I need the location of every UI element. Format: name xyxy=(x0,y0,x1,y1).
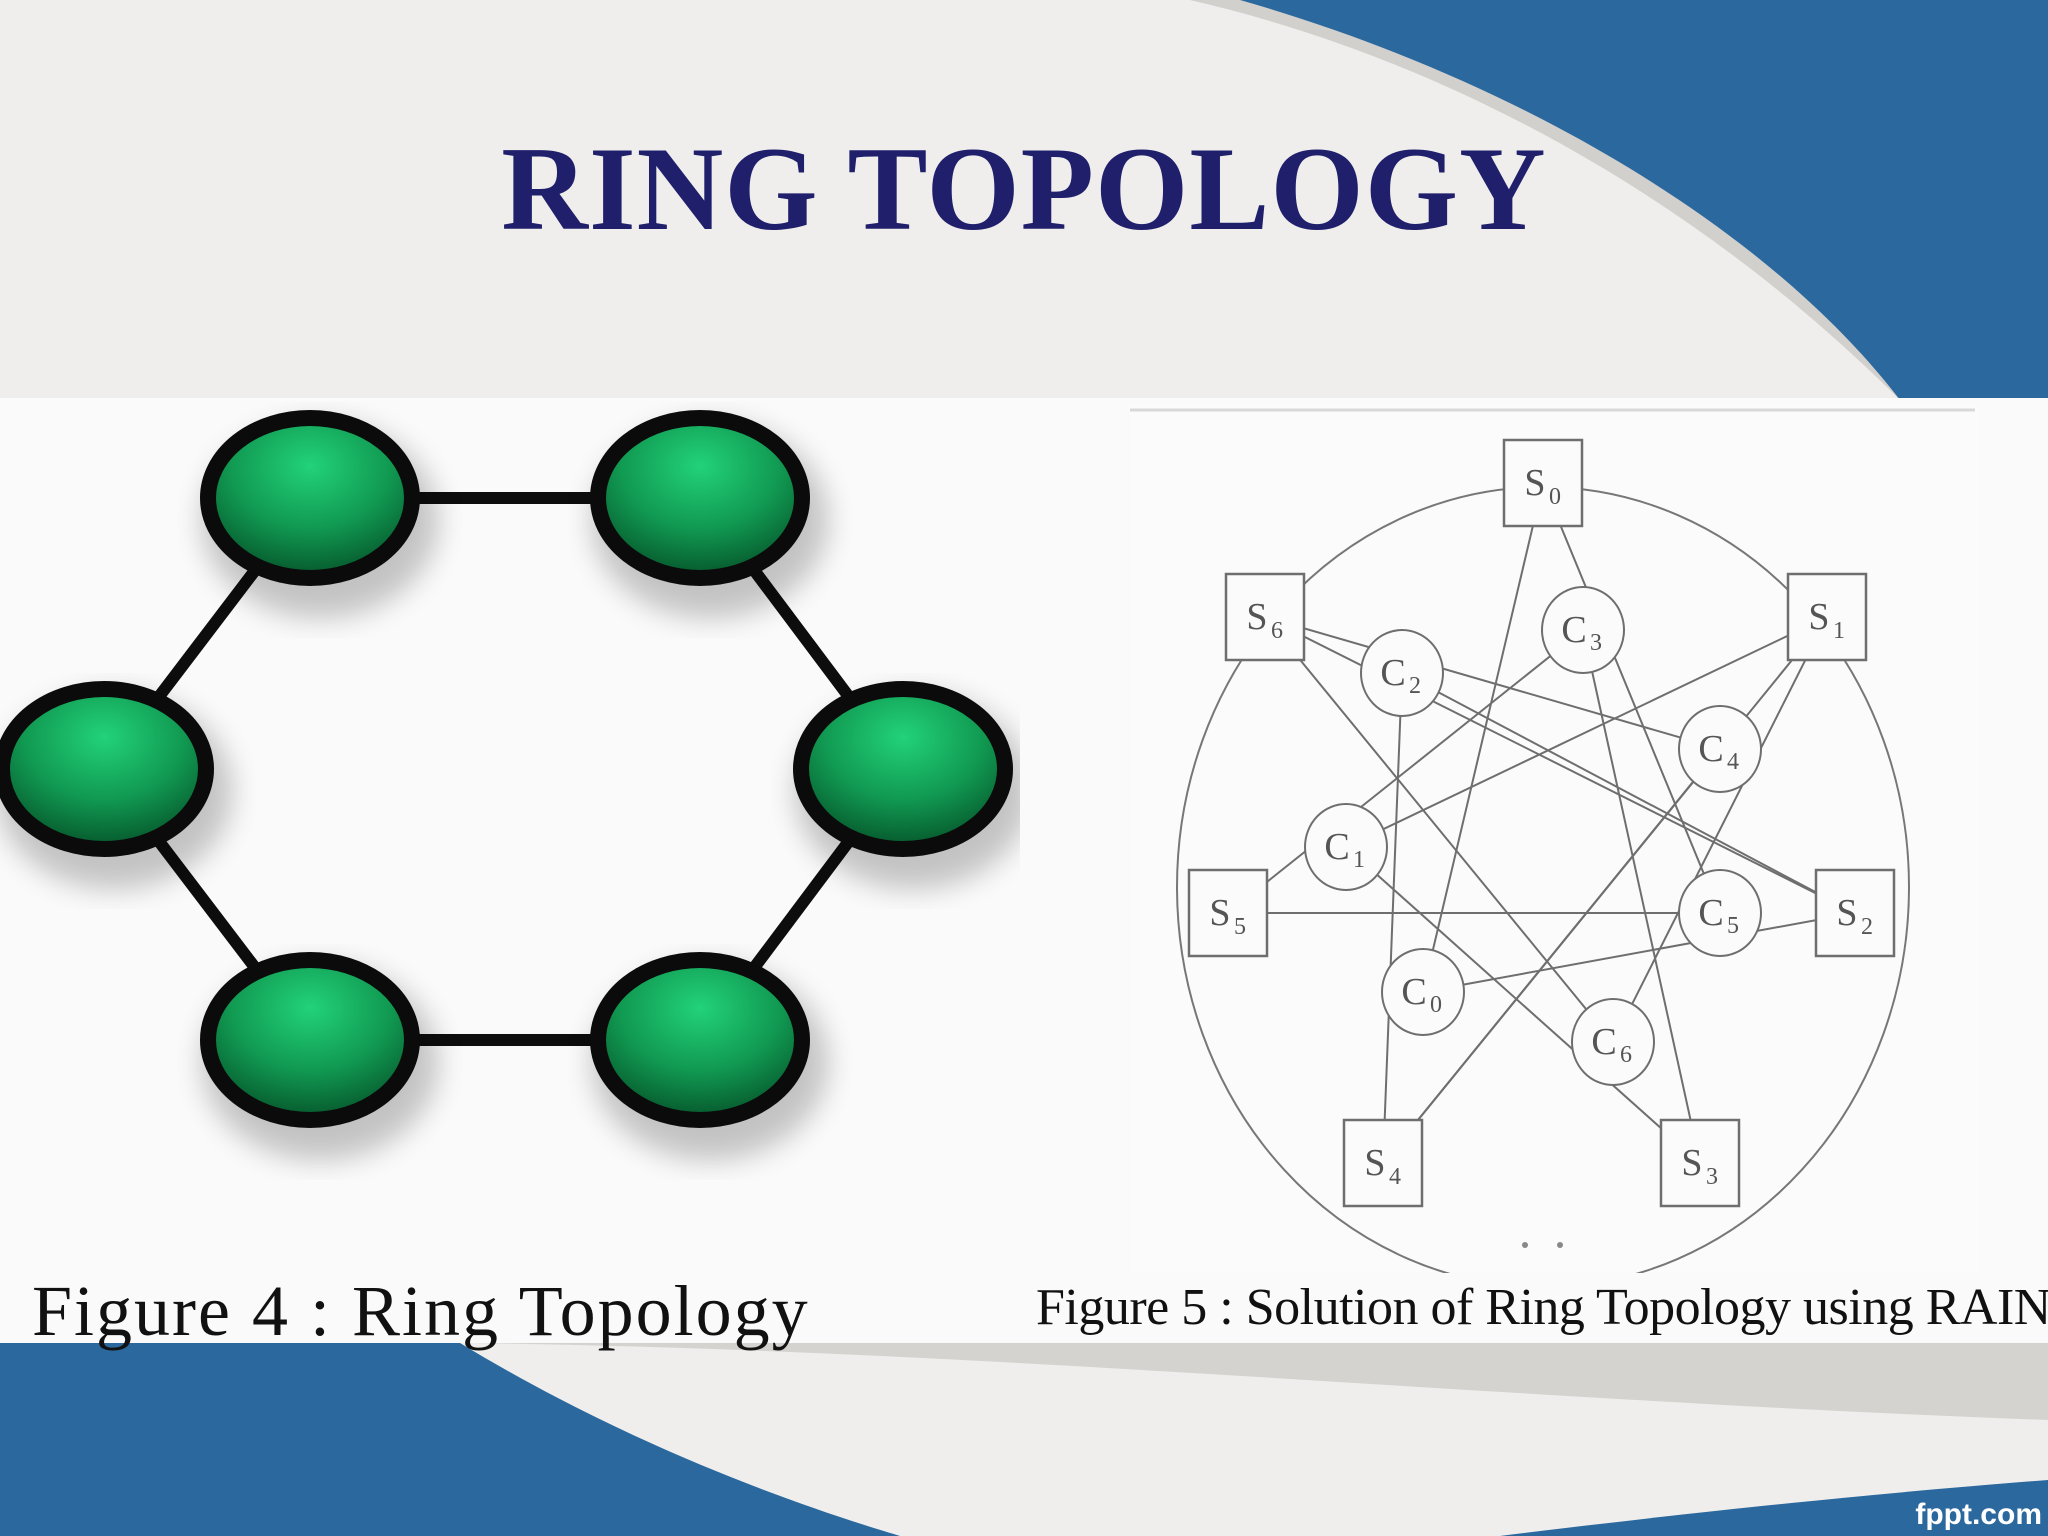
switch-label-subscript: 1 xyxy=(1833,618,1845,644)
footer-brand: fppt.com xyxy=(1915,1498,2042,1531)
computer-circle xyxy=(1678,869,1762,957)
computer-label: C xyxy=(1561,609,1586,651)
rain-link xyxy=(1264,616,1614,1043)
rain-link xyxy=(1542,482,1721,914)
rain-link xyxy=(1382,616,1828,1164)
switch-label: S xyxy=(1808,596,1829,638)
rain-link xyxy=(1422,482,1544,993)
rain-link xyxy=(1227,629,1584,914)
computer-label-subscript: 5 xyxy=(1727,913,1739,939)
switch-label: S xyxy=(1681,1142,1702,1184)
computer-circle xyxy=(1381,948,1465,1036)
computer-label: C xyxy=(1380,652,1405,694)
node-circle xyxy=(590,952,810,1128)
rain-link xyxy=(1382,672,1403,1164)
switch-box xyxy=(1786,572,1868,662)
bottom-left-swoosh xyxy=(0,1343,900,1536)
computer-label: C xyxy=(1324,826,1349,868)
switch-label-subscript: 6 xyxy=(1271,618,1283,644)
computer-circle xyxy=(1678,705,1762,793)
node-circle xyxy=(590,410,810,586)
ring-node xyxy=(590,410,828,618)
switch-box xyxy=(1502,438,1584,528)
switch-label: S xyxy=(1246,596,1267,638)
switch-label: S xyxy=(1836,892,1857,934)
computer-label-subscript: 6 xyxy=(1620,1042,1632,1068)
computer-circle xyxy=(1304,803,1388,891)
computer-circle xyxy=(1571,998,1655,1086)
top-right-swoosh xyxy=(1240,0,2048,400)
switch-box xyxy=(1659,1118,1741,1208)
ring-node xyxy=(590,952,828,1160)
computer-label-subscript: 0 xyxy=(1430,992,1442,1018)
computer-circle xyxy=(1360,629,1444,717)
rain-link xyxy=(1612,616,1828,1043)
node-circle xyxy=(200,410,420,586)
computer-label-subscript: 3 xyxy=(1590,630,1602,656)
ring-node xyxy=(793,681,1020,889)
dot-mark xyxy=(1557,1242,1563,1248)
switch-label-subscript: 3 xyxy=(1706,1164,1718,1190)
switch-box xyxy=(1187,868,1269,958)
computer-label: C xyxy=(1591,1021,1616,1063)
node-circle xyxy=(0,681,214,857)
slide-title: RING TOPOLOGY xyxy=(501,122,1547,255)
node-circle xyxy=(793,681,1013,857)
switch-label-subscript: 5 xyxy=(1234,914,1246,940)
computer-label-subscript: 1 xyxy=(1353,847,1365,873)
rain-link xyxy=(1582,629,1701,1164)
switch-box xyxy=(1224,572,1306,662)
switch-box xyxy=(1342,1118,1424,1208)
computer-label: C xyxy=(1698,728,1723,770)
figure-4-caption: Figure 4 : Ring Topology xyxy=(32,1271,810,1351)
rain-link xyxy=(1345,616,1828,848)
bottom-right-band xyxy=(1500,1480,2048,1536)
ring-nodes xyxy=(0,410,1020,1160)
switch-label: S xyxy=(1524,462,1545,504)
node-circle xyxy=(200,952,420,1128)
computer-label: C xyxy=(1401,971,1426,1013)
figure-5-caption: Figure 5 : Solution of Ring Topology usi… xyxy=(1036,1279,2048,1336)
ring-node xyxy=(0,681,232,889)
switch-label-subscript: 4 xyxy=(1389,1164,1401,1190)
switch-label: S xyxy=(1209,892,1230,934)
computer-label-subscript: 4 xyxy=(1727,749,1739,775)
computer-label-subscript: 2 xyxy=(1409,673,1421,699)
switch-box xyxy=(1814,868,1896,958)
computer-label: C xyxy=(1698,892,1723,934)
ring-node xyxy=(200,410,438,618)
rain-link xyxy=(1345,846,1701,1164)
switch-label: S xyxy=(1364,1142,1385,1184)
rain-links xyxy=(1227,482,1856,1164)
switch-label-subscript: 2 xyxy=(1861,914,1873,940)
ring-node xyxy=(200,952,438,1160)
figure-4-ring-diagram xyxy=(0,410,1020,1160)
switch-label-subscript: 0 xyxy=(1549,484,1561,510)
dot-mark xyxy=(1522,1242,1528,1248)
figure-5-frame xyxy=(1130,405,1978,1273)
computer-circle xyxy=(1541,586,1625,674)
